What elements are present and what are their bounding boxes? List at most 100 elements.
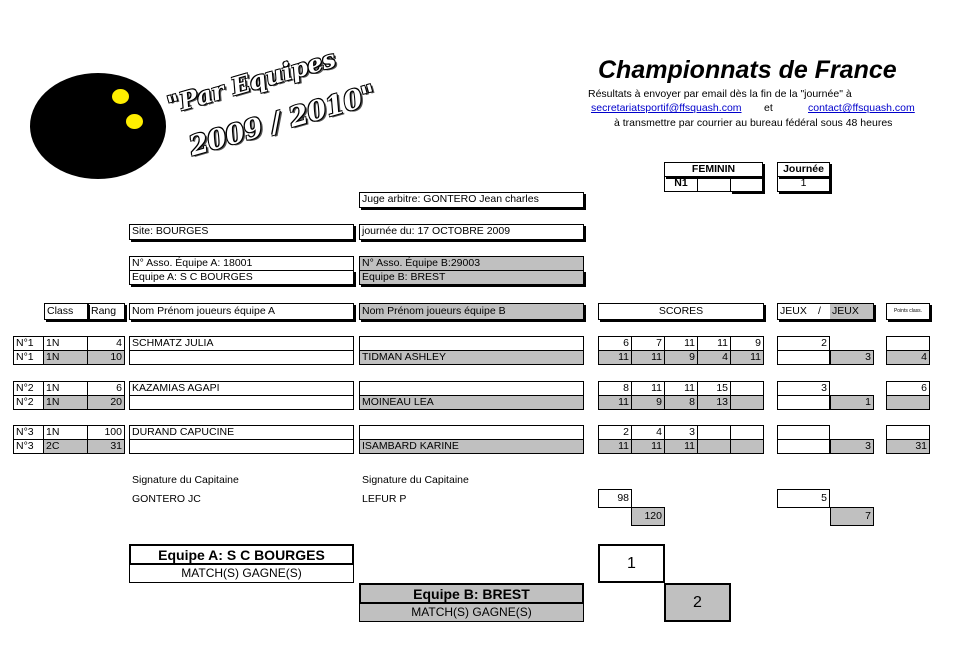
header-points: Points class. [886, 303, 930, 320]
game-score: 2 [598, 425, 632, 440]
player-rang: 100 [87, 425, 125, 440]
jeux-a: 2 [777, 336, 830, 351]
player-rang: 10 [87, 350, 125, 365]
game-score: 11 [730, 350, 764, 365]
player-class: 1N [43, 336, 88, 351]
total-points-a: 98 [598, 489, 632, 508]
result-matches-a-value: 1 [598, 544, 665, 583]
header-line3: à transmettre par courrier au bureau féd… [614, 117, 893, 129]
result-team-a: Equipe A: S C BOURGES [129, 544, 354, 565]
result-matches-b-value: 2 [664, 583, 731, 622]
player-name-a: SCHMATZ JULIA [129, 336, 354, 351]
game-score: 13 [697, 395, 731, 410]
player-class: 1N [43, 395, 88, 410]
points-b [886, 395, 930, 410]
jeux-a [777, 425, 830, 440]
player-class: 1N [43, 381, 88, 396]
game-score: 9 [730, 336, 764, 351]
header-jeux-slash: / [818, 305, 821, 317]
player-slot-b-empty [359, 425, 584, 440]
jeux-a-empty [777, 439, 830, 454]
game-score: 9 [664, 350, 698, 365]
game-score [730, 425, 764, 440]
game-score [730, 381, 764, 396]
game-score: 15 [697, 381, 731, 396]
game-score: 11 [664, 336, 698, 351]
game-score: 9 [631, 395, 665, 410]
signature-label-a: Signature du Capitaine [132, 474, 239, 486]
header-jeux: JEUX / JEUX [777, 303, 874, 320]
header-scores: SCORES [598, 303, 764, 320]
ball-dot-icon [126, 114, 143, 129]
game-score: 4 [697, 350, 731, 365]
points-b: 31 [886, 439, 930, 454]
player-name-a: KAZAMIAS AGAPI [129, 381, 354, 396]
player-name-b: MOINEAU LEA [359, 395, 584, 410]
header-jeux-a: JEUX [780, 305, 807, 317]
team-b-name: Equipe B: BREST [359, 270, 584, 285]
game-score: 8 [664, 395, 698, 410]
result-matches-b-label: MATCH(S) GAGNE(S) [359, 603, 584, 622]
logo: "Par Equipes 2009 / 2010" [28, 44, 380, 182]
game-score [697, 439, 731, 454]
player-slot-a-empty [129, 350, 354, 365]
player-slot-b-empty [359, 336, 584, 351]
player-rang: 20 [87, 395, 125, 410]
asso-a: N° Asso. Équipe A: 18001 [129, 256, 354, 271]
match-number: N°1 [13, 350, 44, 365]
player-name-a: DURAND CAPUCINE [129, 425, 354, 440]
player-rang: 4 [87, 336, 125, 351]
points-b: 4 [886, 350, 930, 365]
player-name-b: ISAMBARD KARINE [359, 439, 584, 454]
header-line1: Résultats à envoyer par email dès la fin… [588, 88, 852, 100]
email-link-contact[interactable]: contact@ffsquash.com [808, 102, 915, 114]
journee-date: journée du: 17 OCTOBRE 2009 [359, 224, 584, 240]
total-jeux-b: 7 [830, 507, 874, 526]
game-score [730, 395, 764, 410]
game-score [697, 425, 731, 440]
game-score [730, 439, 764, 454]
header-rang: Rang [88, 303, 125, 320]
player-slot-a-empty [129, 439, 354, 454]
game-score: 11 [664, 439, 698, 454]
total-points-b: 120 [631, 507, 665, 526]
match-number: N°3 [13, 439, 44, 454]
game-score: 11 [631, 381, 665, 396]
player-name-b: TIDMAN ASHLEY [359, 350, 584, 365]
division-empty-cell [730, 176, 763, 192]
email-link-secretariat[interactable]: secretariatsportif@ffsquash.com [591, 102, 742, 114]
player-rang: 6 [87, 381, 125, 396]
jeux-b: 1 [830, 395, 874, 410]
team-a-name: Equipe A: S C BOURGES [129, 270, 354, 285]
squash-ball-icon [30, 73, 166, 179]
game-score: 3 [664, 425, 698, 440]
match-number: N°2 [13, 381, 44, 396]
result-team-b: Equipe B: BREST [359, 583, 584, 604]
header-class: Class [44, 303, 88, 320]
game-score: 11 [697, 336, 731, 351]
player-class: 2C [43, 439, 88, 454]
asso-b: N° Asso. Équipe B:29003 [359, 256, 584, 271]
game-score: 8 [598, 381, 632, 396]
game-score: 11 [598, 350, 632, 365]
signature-name-b: LEFUR P [362, 493, 407, 505]
jeux-a-empty [777, 350, 830, 365]
player-slot-a-empty [129, 395, 354, 410]
player-rang: 31 [87, 439, 125, 454]
signature-name-a: GONTERO JC [132, 493, 201, 505]
header-players-a: Nom Prénom joueurs équipe A [129, 303, 354, 320]
result-matches-a-label: MATCH(S) GAGNE(S) [129, 564, 354, 583]
header-players-b: Nom Prénom joueurs équipe B [359, 303, 584, 320]
game-score: 11 [631, 350, 665, 365]
game-score: 11 [664, 381, 698, 396]
journee-value: 1 [777, 176, 830, 192]
jeux-a: 3 [777, 381, 830, 396]
ball-dot-icon [112, 89, 129, 104]
page-title: Championnats de France [598, 56, 897, 84]
points-a [886, 425, 930, 440]
division-empty-cell [697, 176, 731, 192]
jeux-b: 3 [830, 439, 874, 454]
site-field: Site: BOURGES [129, 224, 354, 240]
match-number: N°2 [13, 395, 44, 410]
player-class: 1N [43, 350, 88, 365]
